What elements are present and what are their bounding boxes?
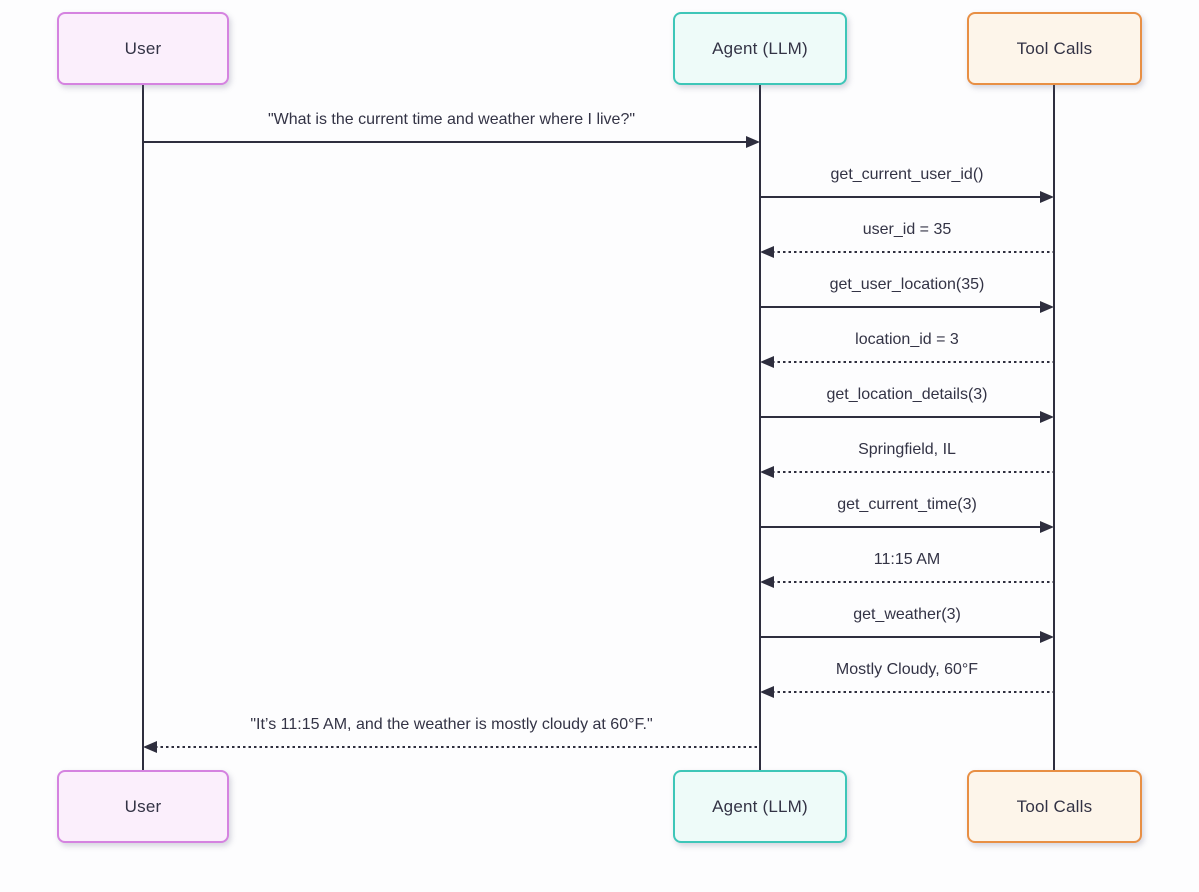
message-label: user_id = 35	[862, 221, 952, 238]
actor-box-tool-top: Tool Calls	[967, 12, 1142, 85]
message-tool-to-agent: Mostly Cloudy, 60°F	[760, 659, 1054, 698]
actor-box-agent-bottom: Agent (LLM)	[673, 770, 847, 843]
lifeline-agent	[759, 85, 761, 772]
message-agent-to-tool: get_current_user_id()	[760, 164, 1054, 203]
actor-box-tool-bottom: Tool Calls	[967, 770, 1142, 843]
arrowhead-left-icon	[760, 246, 774, 258]
actor-box-user-top: User	[57, 12, 229, 85]
message-label: get_current_time(3)	[837, 496, 977, 513]
message-line-solid	[760, 526, 1042, 528]
message-label: 11:15 AM	[873, 551, 941, 568]
message-line-dotted	[155, 746, 760, 748]
message-agent-to-tool: get_current_time(3)	[760, 494, 1054, 533]
message-line-dotted	[772, 691, 1054, 693]
message-line-dotted	[772, 361, 1054, 363]
message-line-dotted	[772, 471, 1054, 473]
message-agent-to-user: "It’s 11:15 AM, and the weather is mostl…	[143, 714, 760, 753]
message-label: get_weather(3)	[853, 606, 961, 623]
lifeline-tool	[1053, 85, 1055, 772]
message-label: get_user_location(35)	[829, 276, 985, 293]
arrowhead-left-icon	[760, 466, 774, 478]
message-user-to-agent: "What is the current time and weather wh…	[143, 109, 760, 148]
message-line-solid	[760, 306, 1042, 308]
message-line-solid	[760, 636, 1042, 638]
message-label: get_current_user_id()	[830, 166, 984, 183]
message-label: Springfield, IL	[858, 441, 956, 458]
actor-box-agent-top: Agent (LLM)	[673, 12, 847, 85]
message-line-solid	[760, 416, 1042, 418]
message-label: Mostly Cloudy, 60°F	[835, 661, 979, 678]
message-agent-to-tool: get_weather(3)	[760, 604, 1054, 643]
message-tool-to-agent: Springfield, IL	[760, 439, 1054, 478]
actor-label: Agent (LLM)	[712, 38, 808, 58]
arrowhead-right-icon	[746, 136, 760, 148]
arrowhead-right-icon	[1040, 301, 1054, 313]
actor-label: Tool Calls	[1016, 796, 1093, 816]
message-label: get_location_details(3)	[826, 386, 988, 403]
message-agent-to-tool: get_location_details(3)	[760, 384, 1054, 423]
arrowhead-right-icon	[1040, 521, 1054, 533]
message-line-solid	[143, 141, 748, 143]
arrowhead-right-icon	[1040, 191, 1054, 203]
arrowhead-left-icon	[760, 686, 774, 698]
message-tool-to-agent: location_id = 3	[760, 329, 1054, 368]
message-line-dotted	[772, 581, 1054, 583]
arrowhead-right-icon	[1040, 631, 1054, 643]
message-label: "It’s 11:15 AM, and the weather is mostl…	[250, 716, 653, 733]
message-agent-to-tool: get_user_location(35)	[760, 274, 1054, 313]
arrowhead-right-icon	[1040, 411, 1054, 423]
arrowhead-left-icon	[143, 741, 157, 753]
arrowhead-left-icon	[760, 576, 774, 588]
message-line-solid	[760, 196, 1042, 198]
arrowhead-left-icon	[760, 356, 774, 368]
message-label: location_id = 3	[855, 331, 959, 348]
actor-label: User	[124, 796, 162, 816]
message-tool-to-agent: 11:15 AM	[760, 549, 1054, 588]
lifeline-user	[142, 85, 144, 772]
actor-label: Agent (LLM)	[712, 796, 808, 816]
message-line-dotted	[772, 251, 1054, 253]
actor-label: User	[124, 38, 162, 58]
message-tool-to-agent: user_id = 35	[760, 219, 1054, 258]
actor-label: Tool Calls	[1016, 38, 1093, 58]
message-label: "What is the current time and weather wh…	[267, 111, 636, 128]
actor-box-user-bottom: User	[57, 770, 229, 843]
